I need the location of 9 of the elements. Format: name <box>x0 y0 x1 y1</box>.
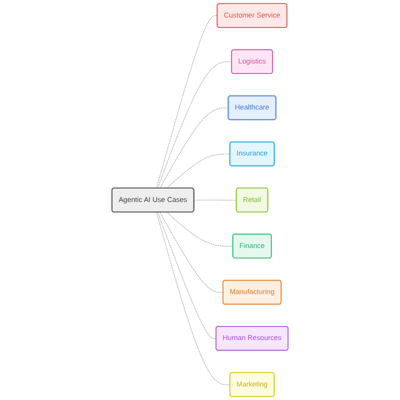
connector <box>160 212 224 293</box>
connector <box>194 200 237 201</box>
connector <box>156 15 218 189</box>
connector <box>166 212 234 247</box>
connector <box>160 108 229 189</box>
connector <box>157 62 232 189</box>
connector <box>157 212 217 339</box>
connector <box>166 154 230 189</box>
connector <box>156 212 230 386</box>
